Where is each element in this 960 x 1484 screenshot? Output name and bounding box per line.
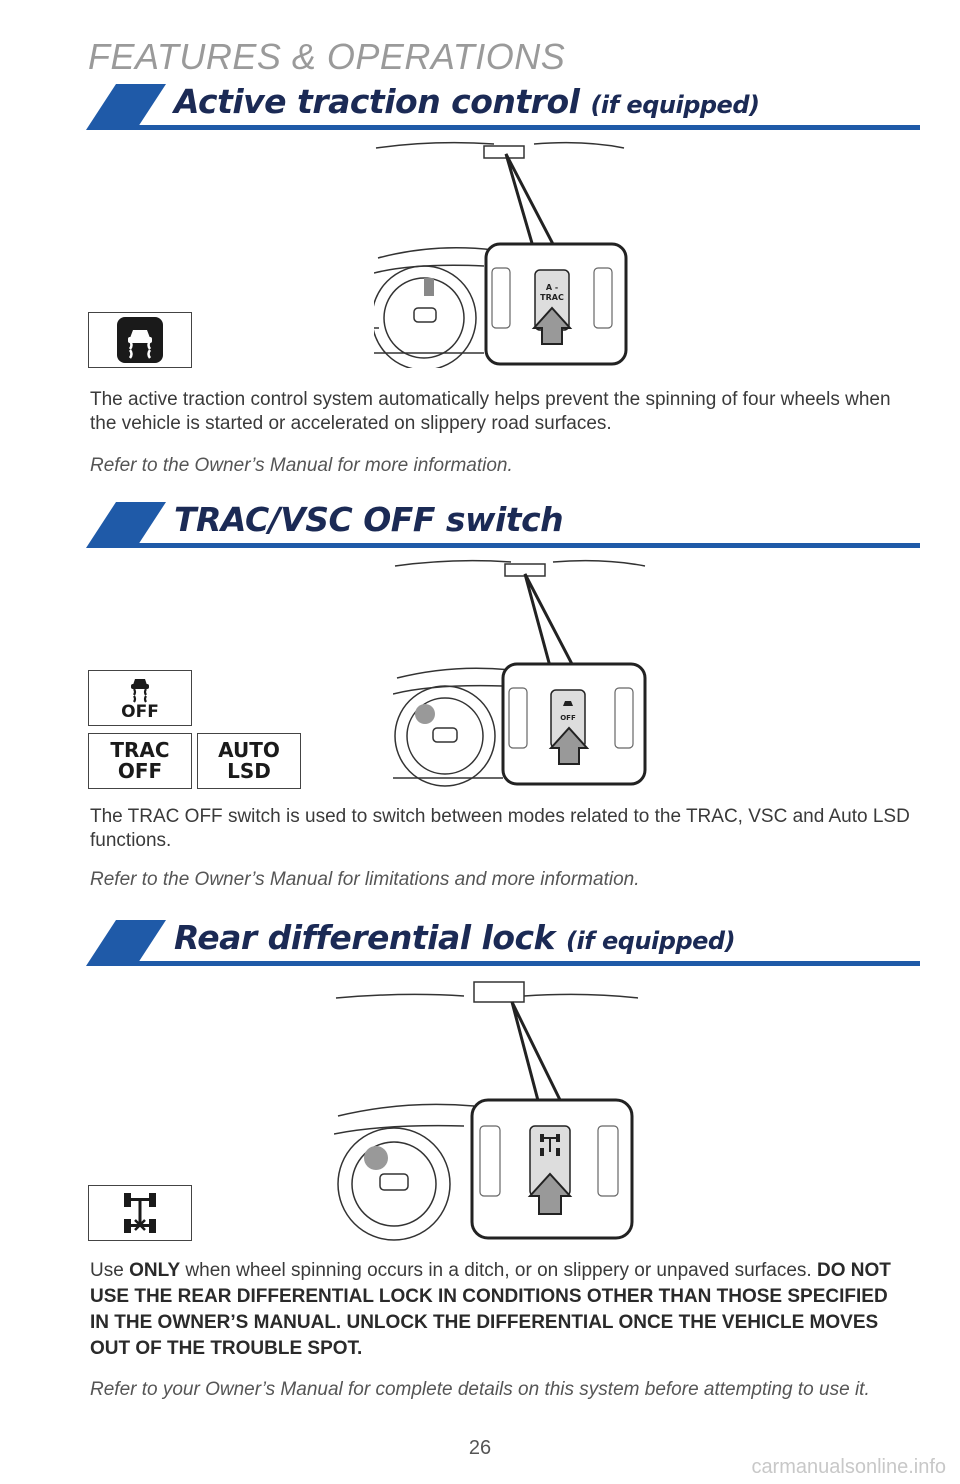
watermark: carmanualsonline.info [751, 1456, 946, 1478]
section-body-trac-vsc: The TRAC OFF switch is used to switch be… [90, 806, 910, 851]
auto-lsd-indicator: AUTO LSD [197, 733, 301, 789]
section-title: TRAC/VSC OFF switch [174, 500, 564, 539]
section-header-active-traction: Active traction control (if equipped) [86, 82, 920, 130]
section-header-bar [86, 920, 920, 966]
section-header-trac-vsc: TRAC/VSC OFF switch [86, 500, 920, 548]
section-title: Active traction control (if equipped) [174, 82, 760, 121]
trac-off-line2: OFF [117, 759, 163, 783]
section-note-rear-diff: Refer to your Owner’s Manual for complet… [90, 1379, 870, 1400]
body-mid: when wheel spinning occurs in a ditch, o… [180, 1260, 817, 1281]
body-prefix: Use [90, 1260, 130, 1281]
section-subtitle: (if equipped) [590, 91, 760, 119]
body-warning: DO NOT USE THE REAR DIFFERENTIAL LOCK IN… [90, 1260, 891, 1359]
section-note-active-traction: Refer to the Owner’s Manual for more inf… [90, 455, 513, 476]
section-body-active-traction: The active traction control system autom… [90, 389, 891, 434]
dashboard-illustration-rear-diff [334, 981, 639, 1241]
dashboard-illustration-active-traction: A - TRAC [374, 141, 628, 368]
trac-off-line1: TRAC [110, 738, 170, 762]
differential-lock-icon [124, 1193, 156, 1233]
slip-indicator-icon-box [88, 312, 192, 368]
a-trac-button-label: A - [546, 283, 558, 292]
svg-text:TRAC: TRAC [540, 293, 564, 302]
trac-off-indicator: TRAC OFF [88, 733, 192, 789]
section-title-text: Active traction control [174, 82, 580, 121]
page-header: FEATURES & OPERATIONS [88, 36, 566, 77]
section-title: Rear differential lock (if equipped) [174, 918, 736, 957]
vsc-off-indicator-box: OFF [88, 670, 192, 726]
section-note-trac-vsc: Refer to the Owner’s Manual for limitati… [90, 869, 640, 890]
section-title-text: TRAC/VSC OFF switch [174, 500, 564, 539]
section-header-rear-diff: Rear differential lock (if equipped) [86, 918, 920, 966]
section-title-text: Rear differential lock [174, 918, 556, 957]
page-number: 26 [468, 1437, 492, 1459]
vsc-off-button-label: OFF [560, 714, 576, 722]
auto-lsd-line1: AUTO [218, 738, 280, 762]
section-header-bar [86, 502, 920, 548]
off-label: OFF [121, 702, 159, 722]
auto-lsd-line2: LSD [227, 759, 271, 783]
skid-car-icon [117, 317, 163, 363]
diff-lock-indicator-box [88, 1185, 192, 1241]
section-body-rear-diff: Use ONLY when wheel spinning occurs in a… [90, 1258, 910, 1362]
skid-car-icon [131, 679, 149, 703]
body-only-emphasis: ONLY [129, 1260, 181, 1281]
section-header-bar [86, 84, 920, 130]
section-subtitle: (if equipped) [566, 927, 736, 955]
dashboard-illustration-trac-vsc: OFF [393, 559, 647, 787]
